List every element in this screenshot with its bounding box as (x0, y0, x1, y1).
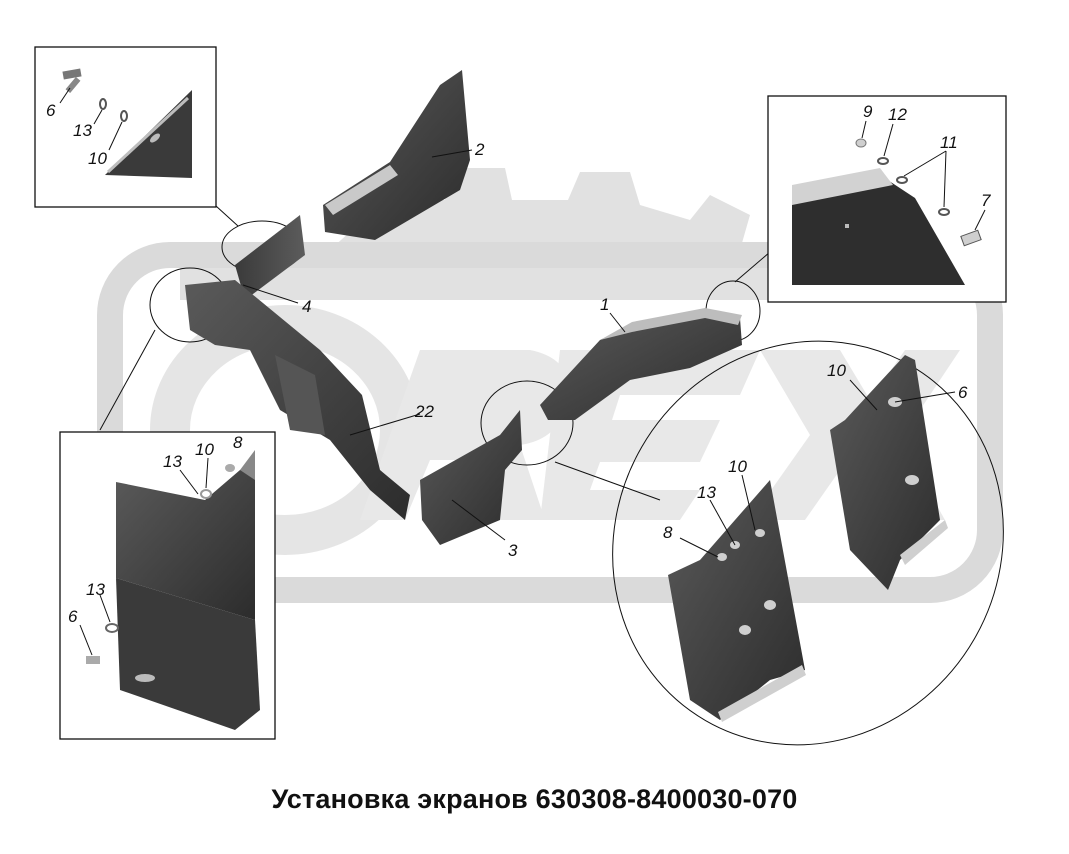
diagram-caption: Установка экранов 630308-8400030-070 (271, 784, 798, 814)
detail-bracket-lower (668, 480, 805, 720)
main-parts (185, 70, 948, 722)
label-tr-9: 9 (863, 102, 873, 121)
label-bl-8: 8 (233, 433, 243, 452)
label-br-10a: 10 (827, 361, 846, 380)
part-4 (235, 215, 305, 300)
label-br-10b: 10 (728, 457, 747, 476)
detail-circle-mid (480, 380, 574, 466)
label-br-6: 6 (958, 383, 968, 402)
label-part-1: 1 (600, 295, 609, 314)
part-3 (420, 410, 522, 545)
label-part-2: 2 (474, 140, 485, 159)
label-part-3: 3 (508, 541, 518, 560)
label-part-22: 22 (414, 402, 434, 421)
inset-top-right (767, 95, 1007, 303)
label-tl-6: 6 (46, 101, 56, 120)
callout-leaders (242, 149, 956, 558)
label-bl-6: 6 (68, 607, 78, 626)
label-tl-13: 13 (73, 121, 92, 140)
inset-bottom-left (59, 431, 276, 740)
label-tr-11: 11 (940, 133, 958, 152)
part-1 (540, 310, 742, 420)
callout-labels: 1 2 3 4 22 6 13 10 9 12 11 7 13 10 8 13 … (46, 101, 991, 626)
inset-top-left (34, 46, 217, 208)
label-tl-10: 10 (88, 149, 107, 168)
watermark-letter-r (360, 350, 569, 520)
label-bl-13b: 13 (86, 580, 105, 599)
label-part-4: 4 (302, 297, 311, 316)
detail-bracket-upper (830, 355, 940, 590)
label-tr-7: 7 (981, 191, 991, 210)
label-br-13: 13 (697, 483, 716, 502)
label-bl-10: 10 (195, 440, 214, 459)
label-bl-13a: 13 (163, 452, 182, 471)
label-br-8: 8 (663, 523, 673, 542)
label-tr-12: 12 (888, 105, 907, 124)
watermark-frame (97, 242, 1003, 603)
inset-leaders (99, 205, 771, 501)
